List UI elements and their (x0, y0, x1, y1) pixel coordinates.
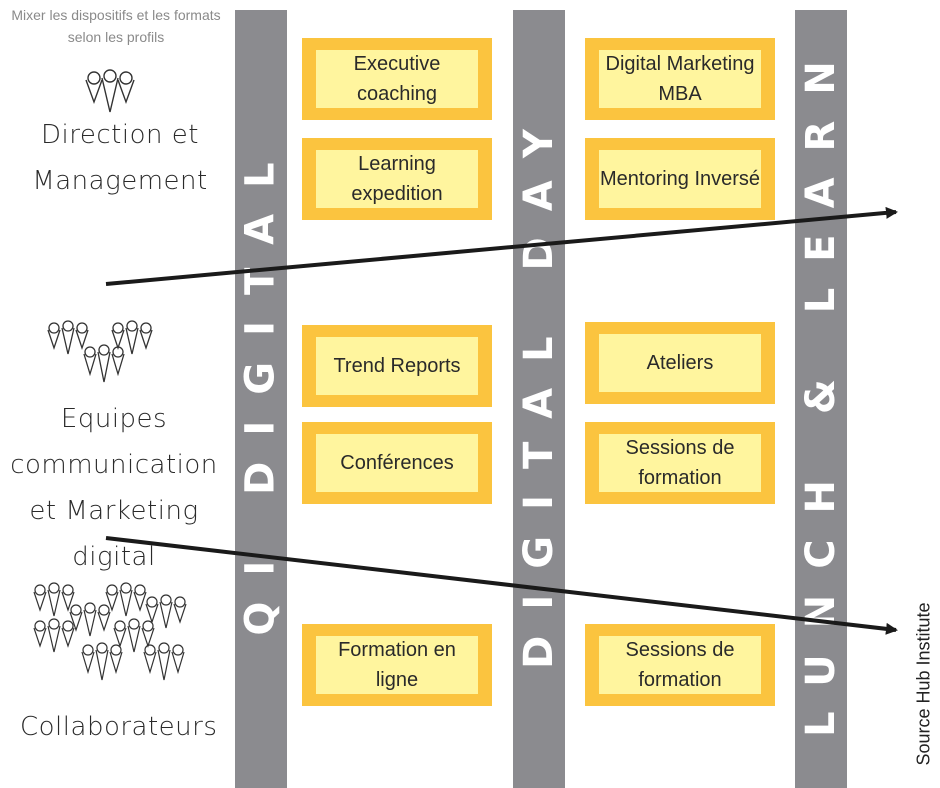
people-team-icon (47, 320, 153, 383)
box-sessions-formation-2: Sessions de formation (585, 624, 775, 706)
box-label: Formation en ligne (316, 636, 478, 694)
box-label: Conférences (316, 434, 478, 492)
header-text: Mixer les dispositifs et les formats sel… (11, 7, 221, 45)
box-sessions-formation-1: Sessions de formation (585, 422, 775, 504)
profile-label-direction: Direction et Management (32, 120, 208, 196)
source-credit: Source Hub Institute (913, 602, 934, 766)
arrow-downward (105, 536, 898, 635)
profile-label-equipes: Equipes communication et Marketing digit… (10, 404, 218, 572)
box-formation-en-ligne: Formation en ligne (302, 624, 492, 706)
arrow-upward (105, 206, 898, 286)
box-mentoring-inverse: Mentoring Inversé (585, 138, 775, 220)
box-digital-marketing-mba: Digital Marketing MBA (585, 38, 775, 120)
box-label: Sessions de formation (599, 636, 761, 694)
profile-label-collaborateurs: Collaborateurs (20, 712, 218, 742)
box-label: Ateliers (599, 334, 761, 392)
people-small-group-icon (85, 69, 135, 113)
box-ateliers: Ateliers (585, 322, 775, 404)
column-lunch-learn: LUNCH & LEARN (795, 10, 847, 788)
box-label: Sessions de formation (599, 434, 761, 492)
people-crowd-icon (33, 582, 187, 681)
box-label: Mentoring Inversé (599, 150, 761, 208)
box-label: Digital Marketing MBA (599, 50, 761, 108)
column-digital-day: DIGITAL DAY (513, 10, 565, 788)
box-executive-coaching: Executive coaching (302, 38, 492, 120)
box-trend-reports: Trend Reports (302, 325, 492, 407)
column-qi-digital: QI DIGITAL (235, 10, 287, 788)
box-label: Executive coaching (316, 50, 478, 108)
box-label: Learning expedition (316, 150, 478, 208)
box-conferences: Conférences (302, 422, 492, 504)
box-label: Trend Reports (316, 337, 478, 395)
box-learning-expedition: Learning expedition (302, 138, 492, 220)
